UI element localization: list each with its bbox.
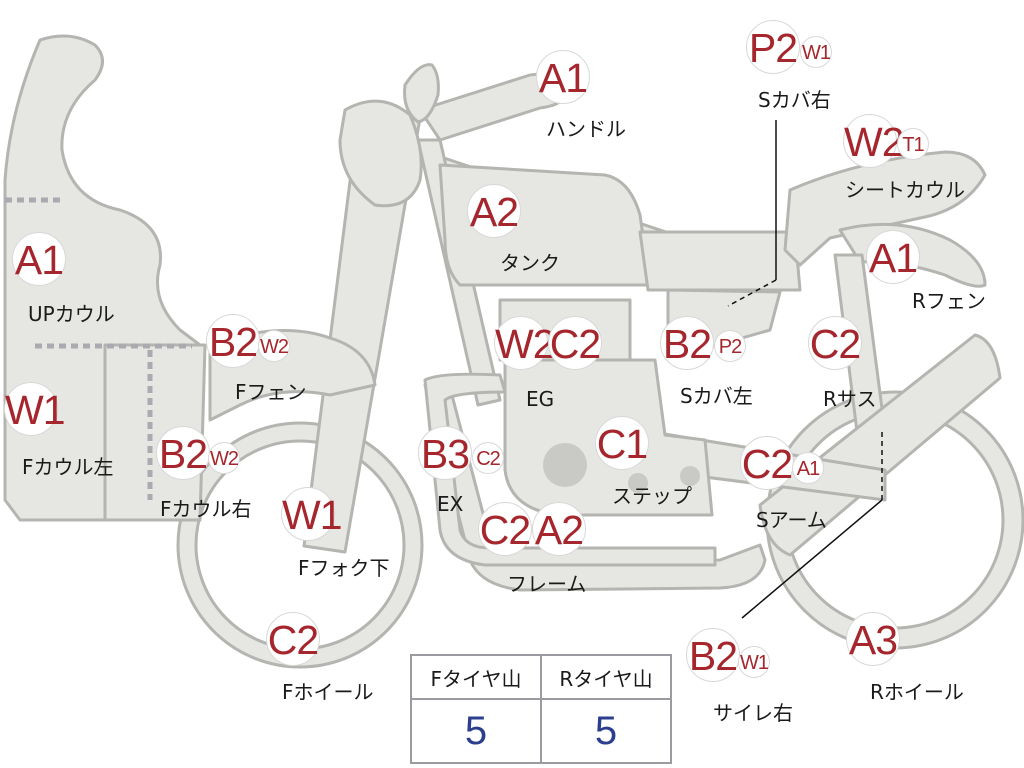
part-label: Sアーム: [756, 508, 827, 532]
code-badge: C2: [266, 612, 320, 666]
part-label: EX: [437, 492, 464, 516]
rear-tire-value[interactable]: 5: [540, 698, 672, 764]
part-label: サイレ右: [713, 701, 793, 725]
code-badge: W1: [281, 487, 343, 541]
code-badge-secondary: W1: [738, 646, 770, 678]
code-badge-secondary: C2: [472, 442, 504, 474]
code-badge: W2: [494, 316, 556, 370]
part-label: Rフェン: [912, 289, 986, 313]
side-cover-right-leader-dashed: [727, 279, 777, 307]
code-badge: W2: [843, 114, 905, 168]
part-label: シートカウル: [845, 178, 965, 202]
code-badge: B2: [156, 426, 210, 480]
part-label: Fカウル右: [160, 497, 252, 521]
code-badge: P2: [746, 20, 800, 74]
code-badge-secondary: W2: [208, 442, 240, 474]
tire-table-value-row: 5 5: [410, 698, 672, 764]
mirror-shape: [403, 63, 440, 124]
step-peg-right: [680, 466, 700, 486]
part-label: ハンドル: [546, 117, 626, 141]
code-badge-secondary: W1: [800, 36, 832, 68]
part-label: UPカウル: [28, 302, 115, 326]
front-tire-value[interactable]: 5: [410, 698, 542, 764]
code-badge: C2: [740, 436, 794, 490]
code-badge: B2: [660, 316, 714, 370]
code-badge: C2: [478, 502, 532, 556]
part-label: フレーム: [507, 572, 587, 596]
code-badge: B2: [206, 314, 260, 368]
tire-table-header-row: Fタイヤ山 Rタイヤ山: [410, 654, 672, 700]
code-badge: A3: [846, 612, 900, 666]
code-badge-secondary: P2: [714, 330, 746, 362]
part-label: Sカバ右: [758, 88, 831, 112]
exhaust-shape: [423, 372, 717, 567]
part-label: タンク: [500, 251, 560, 275]
part-label: ステップ: [612, 484, 692, 508]
code-badge: B3: [418, 426, 472, 480]
part-label: Fフォク下: [298, 556, 390, 580]
part-label: Fフェン: [235, 380, 307, 404]
muffler-shape: [758, 333, 1002, 557]
part-label: Fホイール: [282, 680, 374, 704]
part-label: Sカバ左: [680, 384, 753, 408]
code-badge: C2: [808, 316, 862, 370]
engine-cover-circle: [543, 443, 587, 487]
tire-tread-table: Fタイヤ山 Rタイヤ山 5 5: [410, 654, 672, 764]
code-badge: A2: [467, 184, 521, 238]
seat-shape: [638, 230, 802, 292]
code-badge-secondary: C2: [548, 316, 602, 370]
code-badge: A1: [536, 50, 590, 104]
code-badge: B2: [686, 628, 740, 682]
part-label: Fカウル左: [22, 455, 114, 479]
muffler-right-leader: [741, 499, 883, 619]
seat-cowl-shape: [783, 150, 987, 267]
front-tire-header: Fタイヤ山: [410, 654, 542, 700]
code-badge: A1: [12, 232, 66, 286]
part-label: Rホイール: [870, 680, 964, 704]
rear-tire-header: Rタイヤ山: [540, 654, 672, 700]
code-badge-secondary: A1: [792, 452, 824, 484]
code-badge: W1: [4, 382, 66, 436]
part-label: EG: [526, 387, 555, 411]
part-label: Rサス: [823, 387, 877, 411]
code-badge: C1: [595, 416, 649, 470]
code-badge-secondary: W2: [258, 330, 290, 362]
code-badge: A1: [866, 230, 920, 284]
code-badge-secondary: T1: [897, 128, 929, 160]
meter-shape: [338, 99, 423, 208]
code-badge-secondary: A2: [532, 502, 586, 556]
step-peg-left: [628, 473, 648, 493]
